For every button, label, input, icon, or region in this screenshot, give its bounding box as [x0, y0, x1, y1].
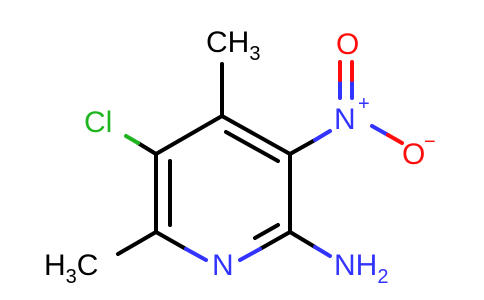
colored-bond-layer — [124, 60, 404, 262]
bond-c2-amine-blue — [313, 245, 332, 258]
bond-n1-c6-blue — [184, 247, 208, 262]
bond-c3-nitro-blue — [313, 129, 332, 142]
bond-c2-n1-blue — [238, 247, 262, 262]
nitro-oxygen-single-label: O — [402, 138, 425, 171]
nitro-nitrogen-charge: + — [358, 93, 370, 115]
bond-c2-n1-inner-black — [253, 223, 280, 240]
bond-c6-methyl — [116, 230, 158, 256]
bond-c5-cl-green — [124, 134, 140, 145]
methyl-left-suffix: C — [77, 249, 99, 282]
methyl-left-subscript: 3 — [66, 266, 77, 288]
methyl-top-symbol: CH — [206, 26, 249, 59]
bond-nitro-o-single-blue — [370, 124, 390, 137]
amine-subscript: 2 — [377, 266, 388, 288]
bond-c4-c3 — [220, 114, 292, 156]
bond-c5-c4 — [154, 114, 224, 156]
methyl-top-label: CH3 — [206, 26, 260, 65]
ring-nitrogen-label: N — [212, 249, 234, 282]
bond-c3-nitro-black — [288, 138, 317, 156]
bond-n1-c6-black — [154, 230, 188, 251]
bond-layer — [116, 62, 317, 256]
nitro-oxygen-double-label: O — [336, 28, 359, 61]
bond-nitro-o-single-red — [386, 133, 404, 145]
amine-label: NH2 — [334, 249, 388, 288]
bond-c2-n1-black — [258, 230, 292, 251]
methyl-left-label: H3C — [44, 249, 98, 288]
amine-symbol: NH — [334, 249, 377, 282]
chloro-label: Cl — [84, 106, 112, 139]
nitro-nitrogen-label: N — [334, 103, 356, 136]
bond-c2-amine-black — [288, 230, 317, 249]
bond-c5-cl-black — [136, 141, 158, 156]
bond-c4-c3-inner — [224, 130, 280, 163]
methyl-left-prefix: H — [44, 249, 66, 282]
methyl-top-subscript: 3 — [249, 43, 260, 65]
nitro-oxygen-charge: − — [424, 131, 436, 153]
